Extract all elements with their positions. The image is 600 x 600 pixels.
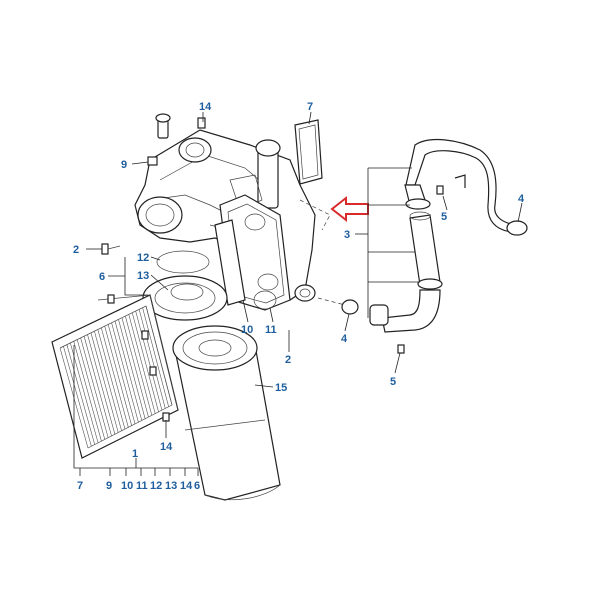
bolts-top xyxy=(147,117,206,166)
callout-10: 10 xyxy=(241,324,253,336)
callout-15: 15 xyxy=(275,382,287,394)
oil-cooler-core xyxy=(51,294,179,459)
cooler-fin xyxy=(121,317,149,418)
leader-lines xyxy=(73,111,523,476)
cooler-gasket xyxy=(214,194,291,311)
cooler-fin xyxy=(104,326,132,426)
callout-2-right: 2 xyxy=(285,354,291,366)
callout-13: 13 xyxy=(137,270,149,282)
cooler-fin xyxy=(70,342,99,443)
cooler-fin xyxy=(100,327,129,428)
direction-arrow xyxy=(330,195,369,223)
cooler-fin xyxy=(131,312,159,412)
reference-dashed-lines xyxy=(299,199,346,306)
bottom-label: 10 xyxy=(121,480,133,492)
cooler-fin xyxy=(94,331,122,431)
bottom-label: 14 xyxy=(180,480,193,492)
cooler-fin xyxy=(125,316,153,416)
callout-1: 1 xyxy=(132,448,138,460)
callout-4-bottom: 4 xyxy=(341,333,348,345)
callout-3: 3 xyxy=(344,229,350,241)
cooler-fin xyxy=(83,336,112,437)
cooler-fin xyxy=(114,321,143,421)
callout-6: 6 xyxy=(99,271,105,283)
callout-14-bottom: 14 xyxy=(160,441,173,453)
bottom-label: 6 xyxy=(194,480,200,492)
bottom-label: 13 xyxy=(165,480,177,492)
gaskets-12-13 xyxy=(142,250,228,321)
cooler-fin xyxy=(118,319,146,419)
cooler-fin xyxy=(90,332,119,433)
callout-14-top: 14 xyxy=(199,101,212,113)
bottom-label: 11 xyxy=(136,480,148,492)
bottom-label: 12 xyxy=(150,480,162,492)
cooler-fin xyxy=(63,346,92,447)
callout-4-top: 4 xyxy=(518,193,525,205)
bottom-label: 9 xyxy=(106,480,112,492)
cooler-fin xyxy=(128,314,156,414)
callout-5-bottom: 5 xyxy=(390,376,396,388)
cooler-fin xyxy=(97,329,126,430)
cooler-fin xyxy=(135,310,163,411)
cooler-fin xyxy=(145,305,173,406)
seal-ring-7 xyxy=(294,119,323,185)
cooler-fin xyxy=(80,337,109,438)
bottom-label: 7 xyxy=(77,480,83,492)
cooler-fin xyxy=(76,339,106,440)
cooler-fin xyxy=(138,309,166,409)
cooler-fin xyxy=(142,307,169,407)
bolt-2-left xyxy=(101,243,121,255)
callout-labels: 14 7 9 5 4 3 2 12 6 13 10 11 2 4 5 15 14… xyxy=(73,101,525,460)
cooler-fin xyxy=(87,334,116,435)
callout-7-top: 7 xyxy=(307,101,313,113)
bottom-row-labels: 7 9 10 11 12 13 14 6 xyxy=(77,480,200,492)
cooler-fin xyxy=(66,344,96,445)
callout-12: 12 xyxy=(137,252,149,264)
oil-filter-15 xyxy=(172,325,281,501)
hose-assembly xyxy=(341,139,528,354)
cooler-fin xyxy=(107,324,136,424)
callout-9: 9 xyxy=(121,159,127,171)
cooler-fin xyxy=(73,341,102,442)
callout-5-top: 5 xyxy=(441,211,447,223)
cooler-fin xyxy=(111,322,139,423)
callout-2-left: 2 xyxy=(73,244,79,256)
callout-11: 11 xyxy=(265,324,277,336)
